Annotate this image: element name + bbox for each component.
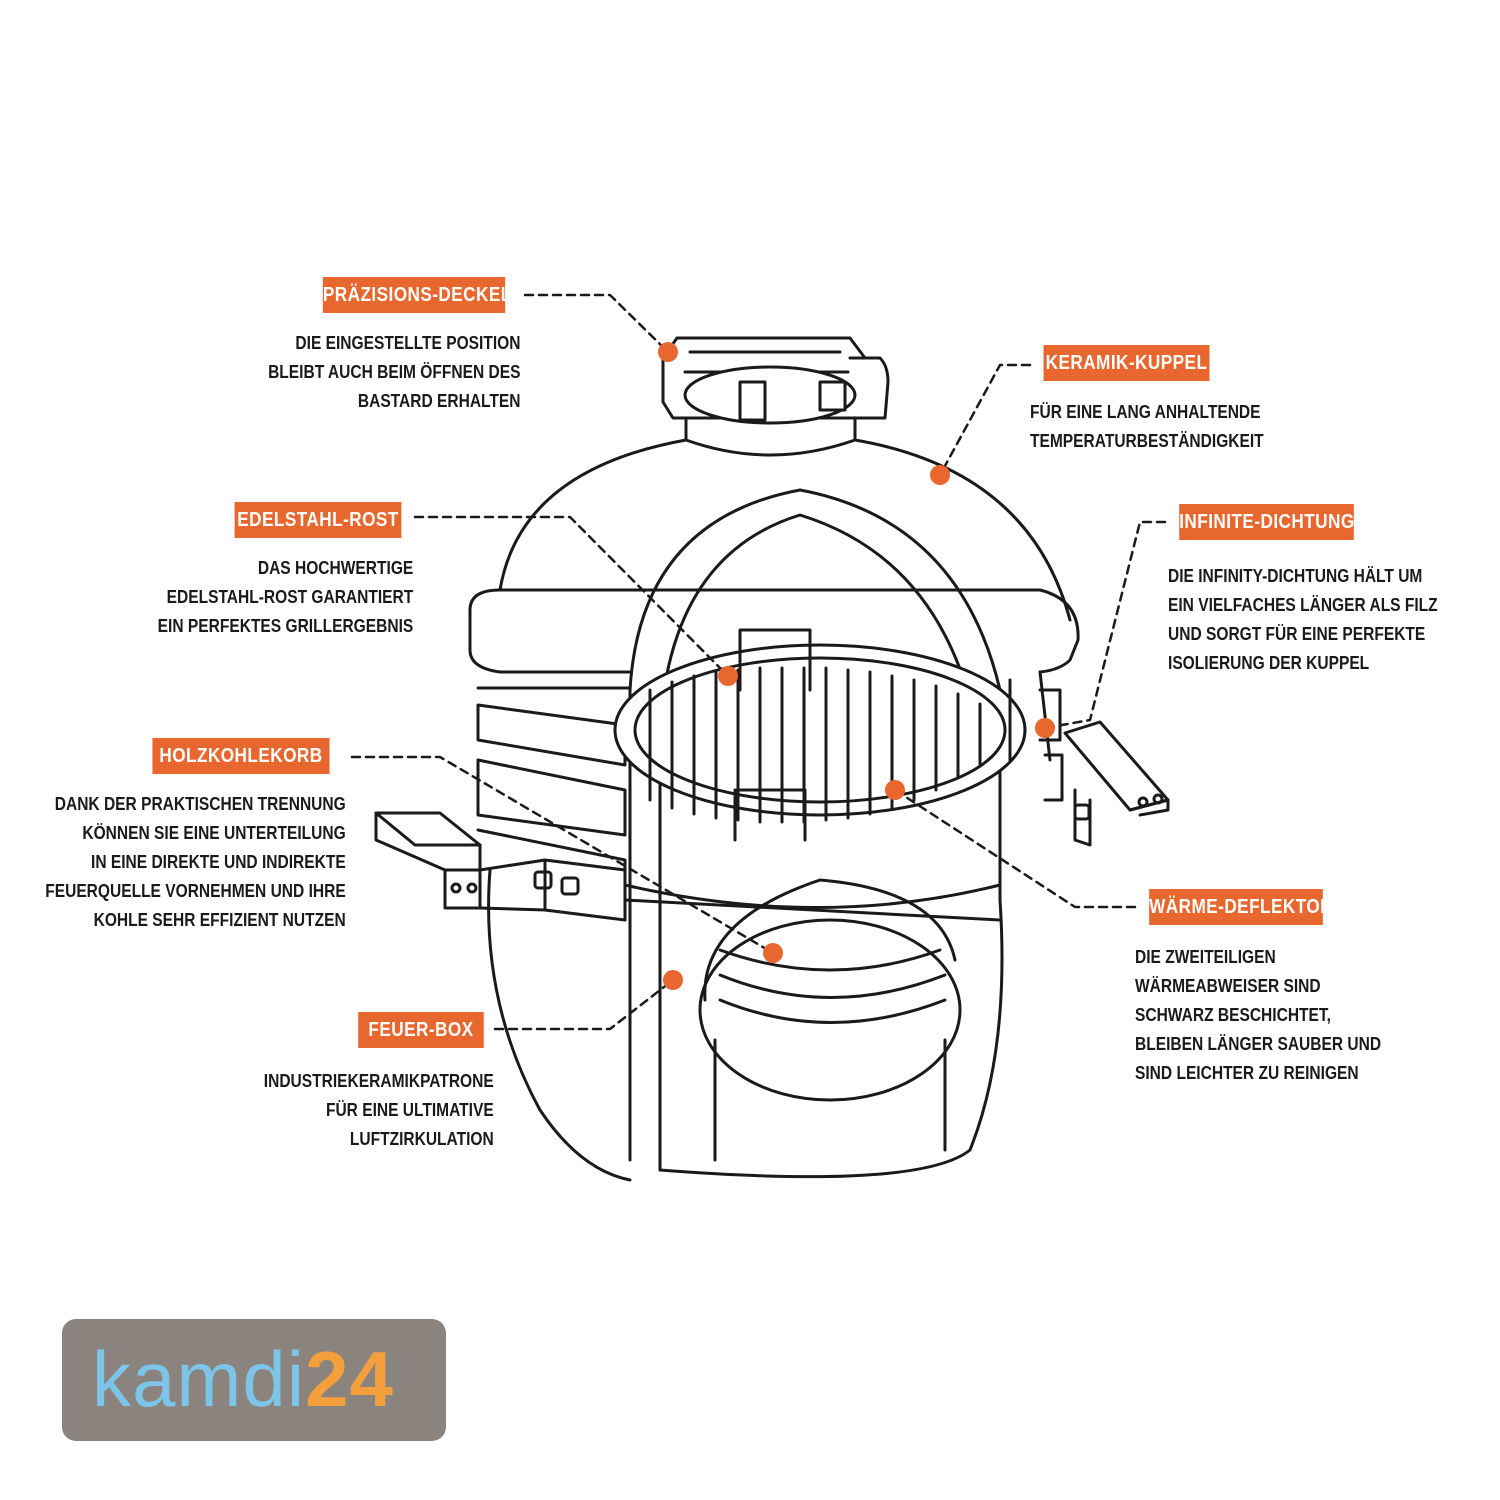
leader-keramik-kuppel (938, 363, 1032, 477)
leader-praezisions-deckel (523, 293, 670, 354)
desc-infinite-dichtung: DIE INFINITY-DICHTUNG HÄLT UM EIN VIELFA… (1168, 561, 1438, 677)
desc-line: TEMPERATURBESTÄNDIGKEIT (1030, 430, 1264, 451)
leader-waerme-deflektor (893, 788, 1137, 909)
dot-praezisions-deckel (658, 342, 678, 362)
ceramic-base (487, 868, 1004, 1182)
desc-edelstahl-rost: DAS HOCHWERTIGE EDELSTAHL-ROST GARANTIER… (157, 553, 413, 640)
desc-line: BLEIBT AUCH BEIM ÖFFNEN DES (267, 361, 520, 382)
desc-line: DIE EINGESTELLTE POSITION (294, 332, 520, 353)
logo-word: kamdi (92, 1335, 306, 1423)
desc-line: IN EINE DIREKTE UND INDIREKTE (91, 851, 346, 872)
desc-line: INDUSTRIEKERAMIKPATRONE (264, 1070, 494, 1091)
desc-line: DANK DER PRAKTISCHEN TRENNUNG (55, 793, 346, 814)
logo-text: kamdi24 (92, 1329, 394, 1429)
desc-line: DIE INFINITY-DICHTUNG HÄLT UM (1168, 565, 1423, 586)
dot-waerme-deflektor (885, 780, 905, 800)
desc-line: SIND LEICHTER ZU REINIGEN (1135, 1062, 1359, 1083)
desc-line: KÖNNEN SIE EINE UNTERTEILUNG (82, 822, 347, 843)
desc-line: DAS HOCHWERTIGE (257, 557, 413, 578)
desc-line: EDELSTAHL-ROST GARANTIERT (166, 586, 413, 607)
desc-line: WÄRMEABWEISER SIND (1135, 975, 1321, 996)
tag-waerme-deflektor: WÄRME-DEFLEKTOR (1149, 889, 1333, 925)
desc-line: SCHWARZ BESCHICHTET, (1135, 1004, 1331, 1025)
desc-line: BLEIBEN LÄNGER SAUBER UND (1135, 1033, 1382, 1054)
leader-lines (350, 293, 1167, 1031)
leader-holzkohlekorb (350, 755, 775, 955)
desc-holzkohlekorb: DANK DER PRAKTISCHEN TRENNUNG KÖNNEN SIE… (46, 789, 346, 934)
leader-infinite-dichtung (1043, 520, 1167, 730)
dot-holzkohlekorb (763, 943, 783, 963)
desc-feuer-box: INDUSTRIEKERAMIKPATRONE FÜR EINE ULTIMAT… (264, 1066, 494, 1153)
tag-keramik-kuppel: KERAMIK-KUPPEL (1043, 345, 1210, 381)
stainless-grate (613, 628, 1027, 842)
desc-line: EIN PERFEKTES GRILLERGEBNIS (157, 615, 413, 636)
leader-edelstahl-rost (413, 515, 730, 678)
leader-feuer-box (493, 978, 675, 1031)
dot-infinite-dichtung (1035, 718, 1055, 738)
desc-line: LUFTZIRKULATION (350, 1128, 494, 1149)
ceramic-dome (468, 438, 1080, 1172)
left-side-handle (374, 811, 627, 922)
dot-feuer-box (663, 970, 683, 990)
tag-holzkohlekorb: HOLZKOHLEKORB (152, 738, 330, 774)
callout-dots (658, 342, 1055, 990)
tag-feuer-box: FEUER-BOX (358, 1012, 484, 1048)
tag-praezisions-deckel: PRÄZISIONS-DECKEL (322, 277, 511, 313)
top-vent-cap (661, 336, 890, 457)
right-side-handle (1063, 720, 1170, 847)
desc-line: DIE ZWEITEILIGEN (1135, 946, 1276, 967)
desc-line: FEUERQUELLE VORNEHMEN UND IHRE (45, 880, 346, 901)
desc-line: BASTARD ERHALTEN (357, 390, 520, 411)
desc-keramik-kuppel: FÜR EINE LANG ANHALTENDE TEMPERATURBESTÄ… (1030, 397, 1264, 455)
desc-line: ISOLIERUNG DER KUPPEL (1168, 652, 1370, 673)
desc-line: FÜR EINE ULTIMATIVE (326, 1099, 494, 1120)
desc-line: KOHLE SEHR EFFIZIENT NUTZEN (93, 909, 346, 930)
tag-infinite-dichtung: INFINITE-DICHTUNG (1179, 504, 1354, 540)
desc-line: UND SORGT FÜR EINE PERFEKTE (1168, 623, 1426, 644)
desc-waerme-deflektor: DIE ZWEITEILIGEN WÄRMEABWEISER SIND SCHW… (1135, 942, 1381, 1087)
kamdi24-logo: kamdi24 (62, 1319, 446, 1441)
desc-praezisions-deckel: DIE EINGESTELLTE POSITION BLEIBT AUCH BE… (268, 328, 520, 415)
desc-line: FÜR EINE LANG ANHALTENDE (1030, 401, 1261, 422)
tag-edelstahl-rost: EDELSTAHL-ROST (234, 502, 402, 538)
dot-edelstahl-rost (718, 666, 738, 686)
logo-number: 24 (305, 1335, 394, 1423)
dot-keramik-kuppel (930, 465, 950, 485)
desc-line: EIN VIELFACHES LÄNGER ALS FILZ (1168, 594, 1438, 615)
